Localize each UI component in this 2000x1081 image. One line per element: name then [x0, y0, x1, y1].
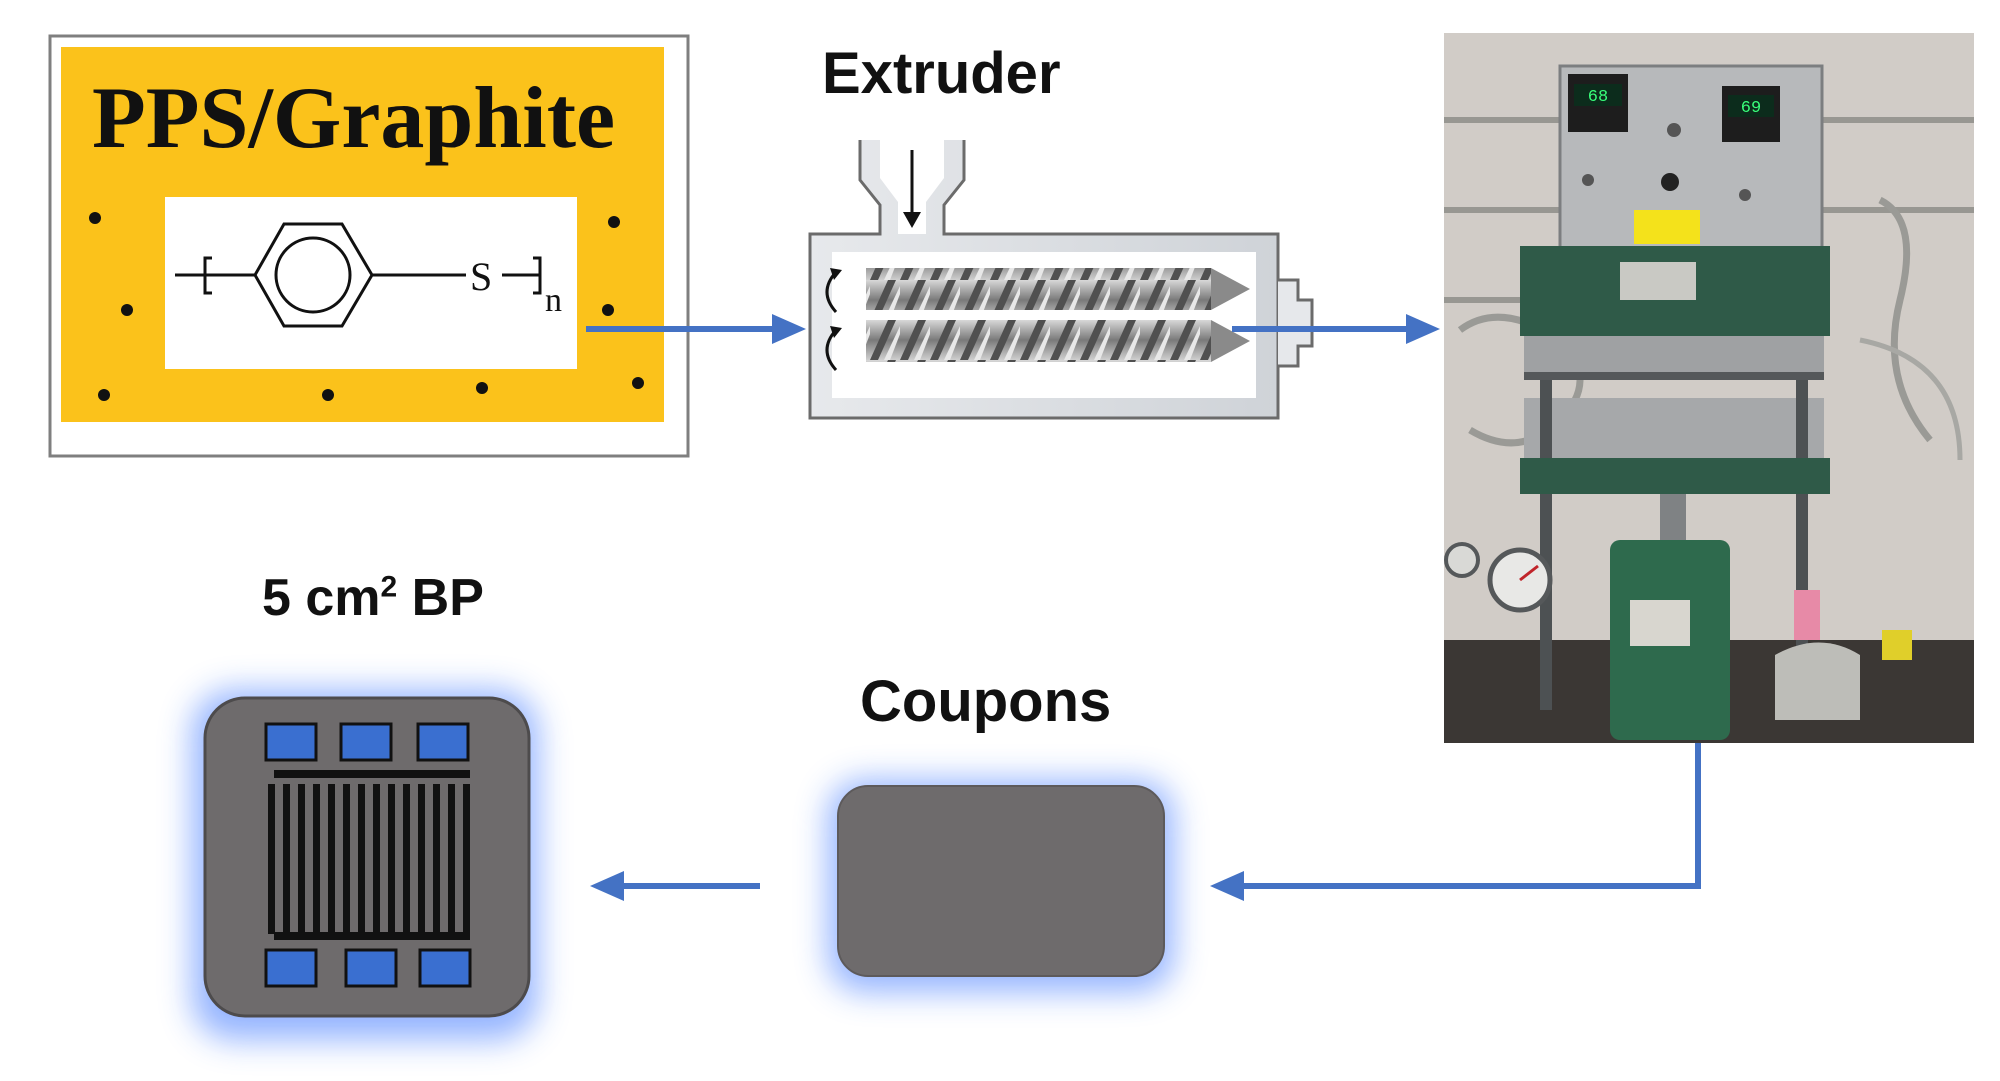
extruder-label: Extruder: [822, 41, 1061, 106]
arrow-head-3: [1210, 871, 1244, 901]
bp-label-superscript: 2: [380, 570, 398, 604]
hot-press-photo: 68 69: [1444, 33, 1974, 743]
arrow-head-2: [1406, 314, 1440, 344]
coupons-label: Coupons: [860, 669, 1112, 734]
extruder-schematic: [808, 140, 1314, 420]
flow-arrows: [586, 326, 1701, 889]
plate-ports: [264, 722, 472, 988]
warning-label: [1634, 210, 1700, 244]
structure-panel: [165, 197, 577, 369]
coupon: [828, 780, 1174, 992]
arrow-head-4: [590, 871, 624, 901]
left-column: [1540, 380, 1552, 710]
coupon-body: [837, 785, 1165, 977]
sulfur-atom: S: [470, 254, 493, 299]
pps-structure: [175, 222, 542, 328]
bp-label-suffix: BP: [397, 569, 484, 627]
flow-channels: [268, 770, 470, 940]
bipolar-plate-label: 5 cm2 BP: [262, 568, 484, 628]
material-box: [48, 34, 690, 458]
screw-upper: [866, 268, 1211, 310]
display-left: 68: [1588, 88, 1608, 107]
screw-upper-tip: [1211, 268, 1250, 310]
bipolar-plate: [192, 690, 538, 1040]
extruder-die: [1278, 278, 1314, 368]
arrow-press-to-coupons: [1240, 743, 1701, 889]
screw-lower-tip: [1211, 320, 1250, 362]
material-title: PPS/Graphite: [92, 70, 616, 167]
screw-lower: [866, 320, 1211, 362]
upper-platen: [1524, 336, 1824, 372]
lower-platen: [1524, 398, 1824, 458]
feed-arrow-head: [903, 212, 921, 228]
repeat-subscript: n: [545, 282, 562, 319]
aromatic-circle: [274, 236, 352, 314]
arrow-head-1: [772, 314, 806, 344]
graphite-dots: [89, 212, 644, 401]
display-right: 69: [1741, 99, 1761, 118]
bp-label-prefix: 5 cm: [262, 569, 381, 627]
